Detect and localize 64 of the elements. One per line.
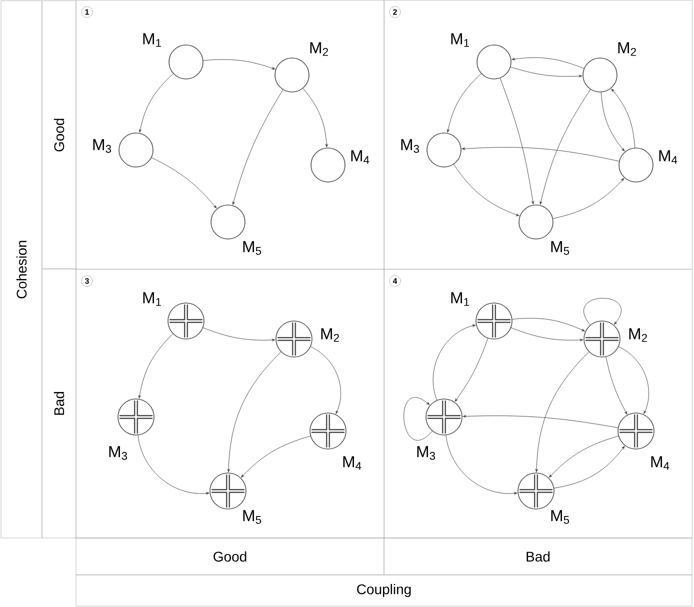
arrow (138, 435, 210, 494)
module-label: M$_{5}$ (243, 510, 262, 524)
module-label: M$_{3}$ (93, 139, 112, 153)
arrow (241, 436, 311, 478)
arrow (510, 327, 584, 342)
arrow (302, 88, 328, 148)
circled-number: 4 (389, 275, 401, 287)
module-label: M$_{5}$ (551, 510, 570, 524)
circled-number: 2 (389, 6, 401, 18)
arrow (446, 435, 518, 494)
arrow (462, 415, 618, 428)
axis-label: Bad (42, 268, 76, 538)
circled-number: 3 (81, 275, 93, 287)
axis-label: Good (42, 0, 76, 270)
arrow (151, 157, 217, 208)
arrow (540, 89, 591, 205)
arrow (232, 90, 284, 205)
axis-label: Coupling (76, 574, 692, 606)
module-label: M$_{4}$ (651, 456, 670, 470)
arrow (446, 73, 482, 132)
module-label: M$_{2}$ (629, 328, 647, 342)
arrow (583, 298, 622, 326)
arrow (535, 352, 590, 472)
arrow (462, 147, 620, 162)
arrow (549, 436, 619, 478)
module-label: M$_{3}$ (401, 139, 420, 153)
arrow (404, 397, 432, 441)
arrow (227, 352, 282, 472)
module-label: M$_{1}$ (451, 33, 469, 47)
module-label: M$_{2}$ (310, 42, 328, 56)
arrow (203, 59, 276, 70)
module-label: M$_{3}$ (417, 446, 436, 460)
arrow (454, 338, 488, 402)
arrow (432, 324, 476, 400)
axis-label: Cohesion (0, 0, 42, 538)
arrow (310, 346, 342, 414)
arrow (552, 178, 624, 219)
arrow (600, 92, 625, 152)
arrow (554, 446, 625, 488)
module-label: M$_{3}$ (109, 446, 128, 460)
arrow (138, 334, 174, 398)
module-label: M$_{1}$ (143, 33, 161, 47)
module-label: M$_{4}$ (659, 150, 678, 164)
arrow (138, 73, 174, 132)
arrow (510, 66, 582, 78)
module-label: M$_{5}$ (243, 241, 262, 255)
arrow (202, 327, 276, 342)
arrow (606, 356, 628, 414)
axis-label: Bad (384, 538, 692, 576)
module-label: M$_{5}$ (551, 241, 570, 255)
module-label: M$_{4}$ (351, 150, 370, 164)
module-label: M$_{1}$ (143, 292, 161, 306)
arrow (512, 318, 585, 332)
arrow (500, 78, 534, 204)
circled-number: 1 (81, 6, 93, 18)
module-label: M$_{1}$ (451, 292, 469, 306)
arrow (618, 346, 650, 414)
module-label: M$_{2}$ (321, 328, 339, 342)
arrow (611, 88, 636, 148)
axis-label: Good (76, 538, 384, 576)
arrow (453, 164, 520, 216)
module-label: M$_{4}$ (343, 456, 362, 470)
module-label: M$_{2}$ (618, 42, 636, 56)
arrow (512, 57, 584, 69)
